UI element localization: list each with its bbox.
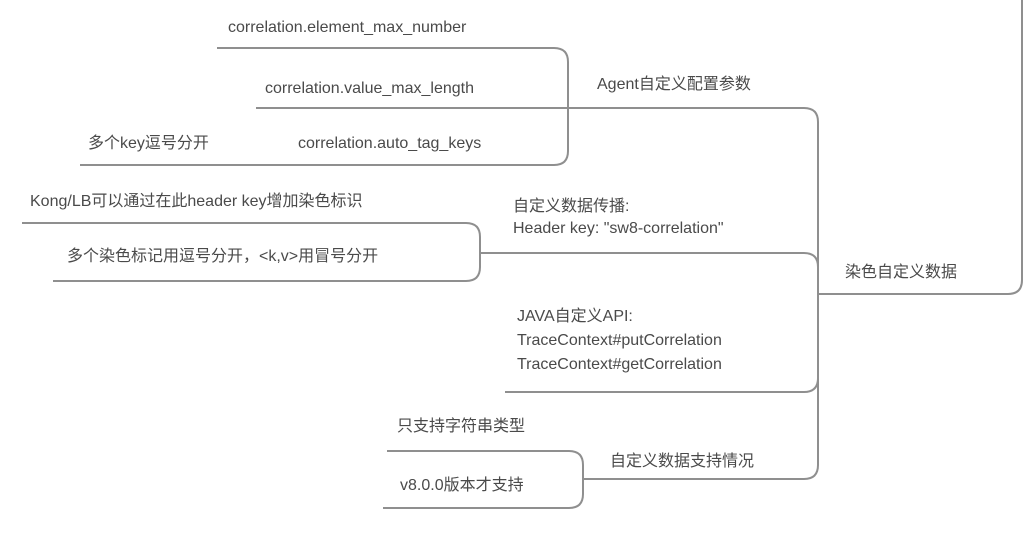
node-custom-data-support-status[interactable]: 自定义数据支持情况	[610, 453, 755, 470]
node-correlation-value-max-length[interactable]: correlation.value_max_length	[265, 80, 475, 97]
node-correlation-element-max-number[interactable]: correlation.element_max_number	[228, 19, 467, 36]
node-line: 自定义数据传播:	[513, 198, 630, 215]
connector-main-trunk	[256, 107, 819, 480]
node-custom-data-propagation[interactable]: 自定义数据传播: Header key: "sw8-correlation"	[513, 196, 724, 240]
node-root-dye-custom-data[interactable]: 染色自定义数据	[845, 264, 958, 281]
node-correlation-auto-tag-keys[interactable]: correlation.auto_tag_keys	[298, 135, 482, 152]
node-note-kong-lb-header-key[interactable]: Kong/LB可以通过在此header key增加染色标识	[30, 193, 363, 210]
node-java-custom-api[interactable]: JAVA自定义API: TraceContext#putCorrelation …	[517, 305, 722, 377]
node-line: JAVA自定义API:	[517, 308, 633, 325]
connector-agent-children-bracket	[80, 47, 569, 166]
node-note-multiple-marks-comma-colon[interactable]: 多个染色标记用逗号分开，<k,v>用冒号分开	[67, 248, 379, 265]
node-line: TraceContext#getCorrelation	[517, 356, 722, 373]
node-agent-config-params[interactable]: Agent自定义配置参数	[597, 76, 751, 93]
connector-propagation-children-bracket	[22, 222, 481, 282]
node-v800-version-required[interactable]: v8.0.0版本才支持	[400, 477, 524, 494]
connector-root-node	[818, 0, 1023, 295]
node-string-type-only[interactable]: 只支持字符串类型	[397, 418, 526, 435]
connector-java-api-branch	[505, 377, 819, 393]
node-note-multiple-keys-comma[interactable]: 多个key逗号分开	[88, 135, 209, 152]
node-line: TraceContext#putCorrelation	[517, 332, 722, 349]
node-line: Header key: "sw8-correlation"	[513, 220, 724, 237]
connector-support-children-bracket	[383, 450, 584, 509]
connector-propagation-branch	[480, 252, 819, 268]
